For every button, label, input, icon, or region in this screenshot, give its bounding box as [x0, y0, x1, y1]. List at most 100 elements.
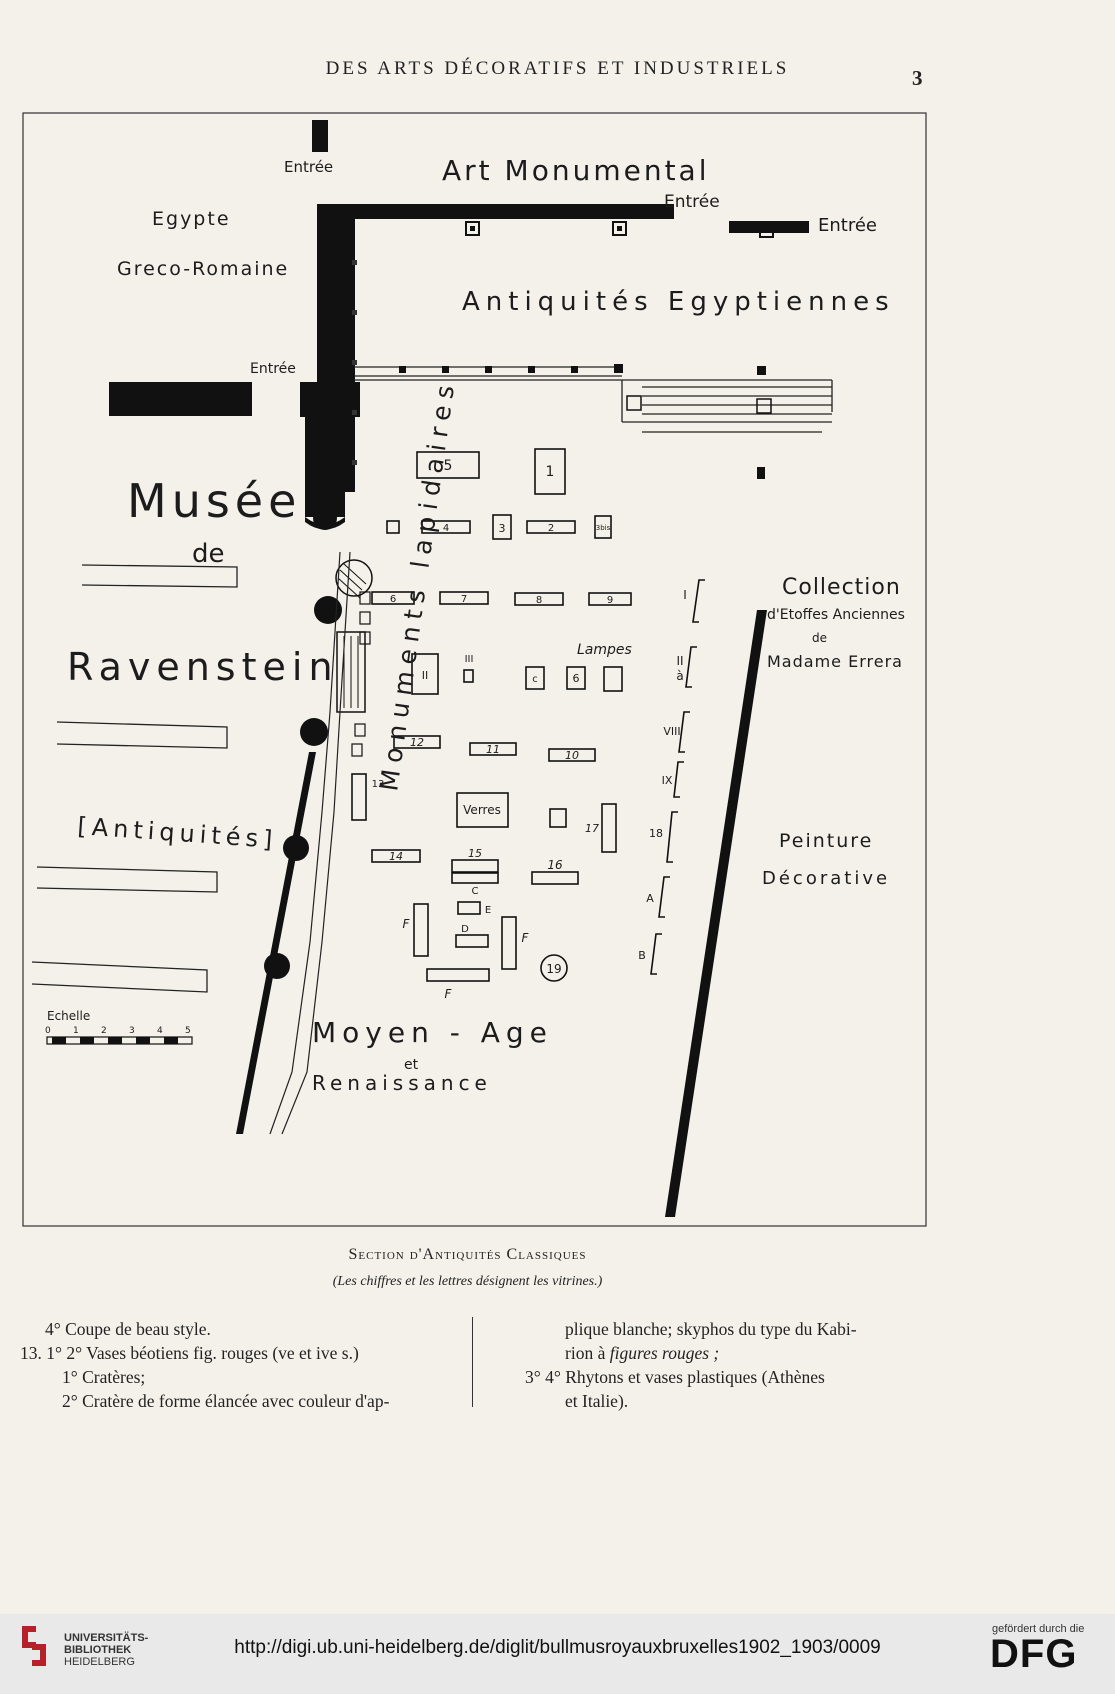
museum-floor-plan: Entrée Art Monumental Entrée Entrée Egyp…	[22, 112, 927, 1227]
label-greco-romaine: Greco-Romaine	[117, 258, 289, 280]
vitrine-label-c: c	[532, 674, 538, 685]
scale-tick: 5	[185, 1026, 191, 1036]
vitrine-label-4: 4	[443, 523, 449, 534]
source-url-link[interactable]: http://digi.ub.uni-heidelberg.de/diglit/…	[234, 1637, 881, 1658]
vitrine-label-lamp-6: 6	[573, 672, 580, 685]
vitrine-label-F2: F	[522, 931, 530, 945]
label-etoffes: d'Etoffes Anciennes	[767, 607, 905, 623]
vitrine-A	[658, 876, 670, 918]
vitrines	[351, 448, 632, 982]
vitrine-label-11: 11	[486, 743, 500, 756]
vitrine-label-B: B	[638, 949, 646, 962]
text-line: plique blanche; skyphos du type du Kabi-	[565, 1319, 857, 1339]
vitrine-19	[540, 954, 568, 982]
vitrine-label-8: 8	[536, 595, 542, 606]
vitrine-label-7: 7	[461, 594, 467, 605]
vitrine-label-a: à	[676, 669, 683, 683]
vitrine-label-17: 17	[585, 822, 599, 835]
library-logo-icon	[22, 1626, 46, 1666]
scale-bar	[46, 1036, 193, 1045]
wall-ticks	[352, 260, 357, 465]
vitrine-small-b	[549, 808, 567, 828]
label-peinture: Peinture	[779, 830, 873, 852]
vitrine-label-15: 15	[468, 847, 482, 860]
label-decorative: Décorative	[762, 868, 890, 889]
scale-tick: 0	[45, 1026, 51, 1036]
label-entree-top: Entrée	[284, 158, 333, 176]
vitrine-17	[601, 803, 617, 853]
vitrine-label-F1: F	[403, 917, 411, 931]
left-corridor	[236, 506, 373, 1134]
vitrine-label-2: 2	[548, 523, 554, 534]
vitrine-VIII	[678, 711, 690, 753]
library-name-line: HEIDELBERG	[64, 1656, 135, 1668]
corridor-outline	[269, 551, 341, 1135]
vitrine-6	[371, 591, 415, 605]
vitrine-label-14: 14	[389, 850, 403, 863]
label-et: et	[404, 1057, 419, 1073]
wall-diagonal-right	[665, 610, 767, 1217]
vitrine-15	[451, 859, 499, 873]
vitrine-3bis	[594, 515, 612, 539]
label-musee: Musée	[127, 474, 301, 528]
wall-stub-top	[312, 120, 328, 152]
vitrine-18	[666, 811, 678, 863]
label-art-monumental: Art Monumental	[442, 154, 710, 187]
floor-plan-drawing: Entrée Art Monumental Entrée Entrée Egyp…	[22, 112, 927, 1227]
vitrine-5	[416, 451, 480, 479]
vitrine-7	[439, 591, 489, 605]
scale-tick: 3	[129, 1026, 135, 1036]
vitrine-C	[451, 872, 499, 884]
vitrine-III	[463, 669, 474, 683]
label-entree-left: Entrée	[250, 361, 296, 377]
vitrine-14	[371, 849, 421, 863]
vitrine-label-19: 19	[546, 962, 561, 976]
vitrine-2	[526, 520, 576, 534]
wall-curve	[305, 517, 345, 530]
page-number: 3	[912, 66, 923, 90]
vitrine-c	[525, 666, 545, 690]
label-de-small: de	[812, 631, 827, 645]
text-column-left: 4° Coupe de beau style. 13. 1° 2° Vases …	[20, 1317, 460, 1413]
vitrine-label-II: II	[422, 669, 429, 682]
vitrine-label-F3: F	[445, 987, 453, 1001]
vitrine-label-VIII: VIII	[663, 725, 680, 738]
walls	[109, 120, 809, 1217]
vitrine-11	[469, 742, 517, 756]
vitrine-lamp-6	[566, 666, 586, 690]
text-line: 2° Cratère de forme élancée avec couleur…	[62, 1391, 390, 1411]
wall-junction	[300, 382, 360, 417]
figure-caption-subtitle: (Les chiffres et les lettres désignent l…	[332, 1274, 603, 1289]
vitrine-small-a	[386, 520, 400, 534]
vitrine-16	[531, 871, 579, 885]
vitrine-label-9: 9	[607, 595, 613, 606]
library-name-line: BIBLIOTHEK	[64, 1644, 132, 1656]
running-title: DES ARTS DÉCORATIFS ET INDUSTRIELS	[325, 58, 790, 79]
vitrine-3	[492, 514, 512, 540]
library-name: UNIVERSITÄTS- BIBLIOTHEK HEIDELBERG	[64, 1632, 148, 1668]
label-ravenstein: Ravenstein	[67, 645, 339, 689]
label-egypte: Egypte	[152, 208, 231, 230]
vitrine-label-10: 10	[565, 749, 579, 762]
figure-caption-title: Section d'Antiquités Classiques	[348, 1246, 587, 1263]
scale-tick: 4	[157, 1026, 163, 1036]
dfg-logo: DFG	[990, 1632, 1078, 1676]
vitrine-lamp-3	[603, 666, 623, 692]
corridor-pillars	[399, 364, 766, 479]
vitrine-label-verres: Verres	[463, 803, 501, 817]
vitrine-label-6: 6	[390, 594, 396, 605]
text-line: 4° Coupe de beau style.	[45, 1319, 211, 1339]
vitrine-B	[650, 933, 662, 975]
vitrine-label-12: 12	[410, 736, 424, 749]
side-bars	[31, 564, 238, 993]
vitrine-verres	[456, 792, 509, 828]
text-column-right: plique blanche; skyphos du type du Kabi-…	[490, 1317, 920, 1413]
label-madame-errera: Madame Errera	[767, 652, 903, 671]
vitrine-13	[351, 773, 367, 821]
vitrine-F-bottom	[426, 968, 490, 982]
text-line: 3° 4° Rhytons et vases plastiques (Athèn…	[525, 1367, 825, 1387]
column-divider	[472, 1317, 473, 1407]
label-moyen-age: Moyen - Age	[312, 1016, 553, 1049]
scale-tick: 1	[73, 1026, 79, 1036]
vitrine-label-3bis: 3bis	[596, 524, 611, 532]
